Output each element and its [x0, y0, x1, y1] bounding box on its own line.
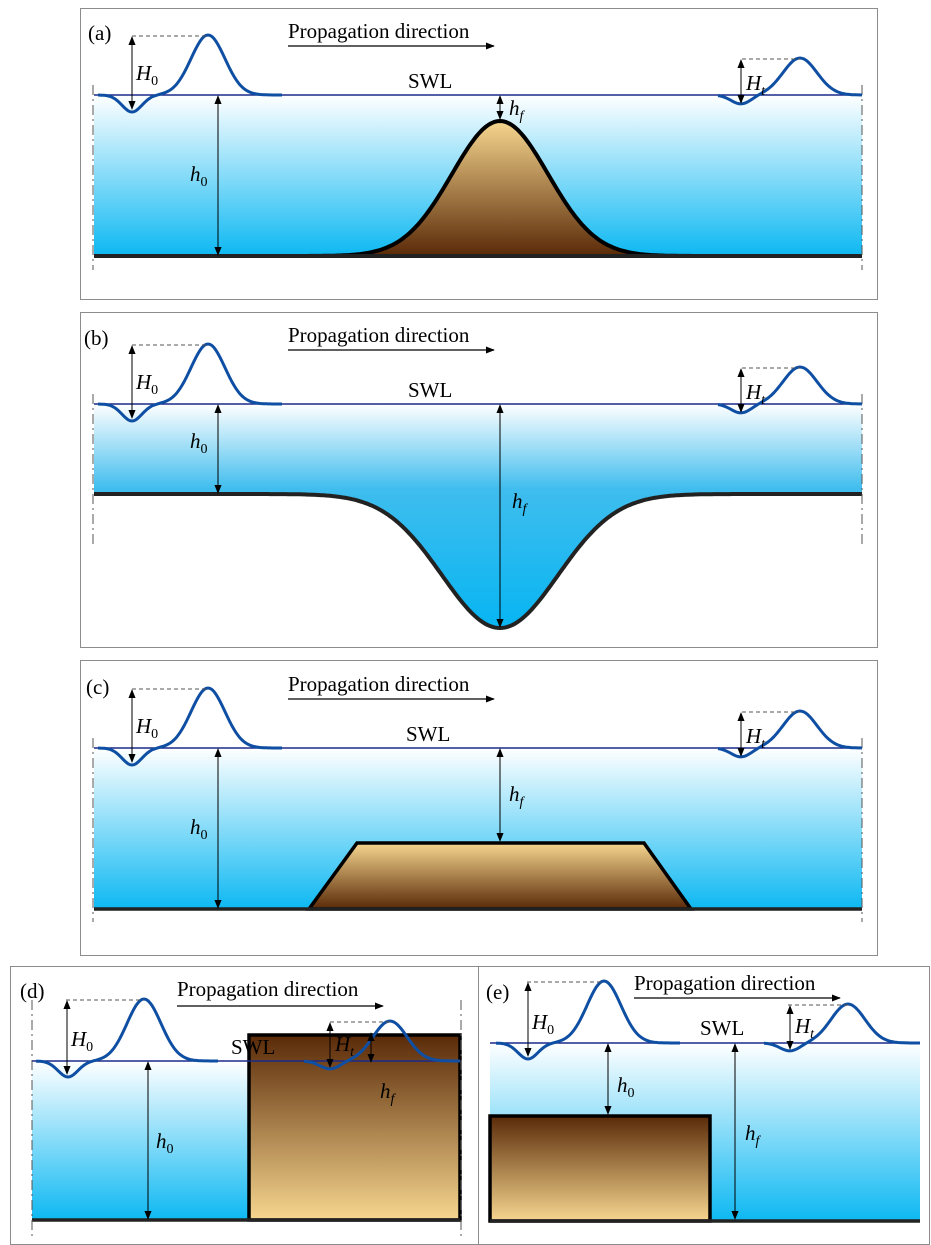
incident-height-label: H0 — [135, 714, 158, 742]
initial-depth-label: h0 — [190, 162, 208, 190]
panel-tag: (d) — [20, 979, 45, 1003]
trapezoidal-bar — [305, 841, 695, 911]
propagation-label: Propagation direction — [288, 19, 470, 43]
incident-wave — [35, 997, 218, 1079]
transmitted-height-label: Ht — [745, 71, 766, 99]
gaussian-trench-water — [94, 404, 862, 628]
swl-label: SWL — [408, 69, 452, 93]
incident-height-label: H0 — [135, 370, 158, 398]
raised-step — [247, 1033, 462, 1222]
incident-wave — [495, 979, 680, 1061]
swl-label: SWL — [408, 378, 452, 402]
feature-depth-label: hf — [380, 1079, 397, 1107]
incident-height-label: H0 — [531, 1010, 554, 1038]
transmitted-wave — [763, 1002, 920, 1053]
incident-wave — [97, 342, 282, 423]
gaussian-hump — [307, 118, 693, 258]
panel-tag: (e) — [486, 980, 509, 1004]
left-boundary — [92, 394, 863, 545]
panel-c-trapezoidal-bar: (c) Propagation direction SWL H0 Ht h0 h… — [80, 660, 878, 956]
trench-seabed-line — [94, 492, 862, 631]
left-boundary — [92, 85, 863, 270]
initial-depth-label: h0 — [190, 815, 208, 843]
incident-wave — [97, 33, 282, 114]
feature-depth-label: hf — [509, 96, 526, 124]
panel-d-step-up: (d) Propagation direction SWL H0 Ht h0 h… — [10, 966, 479, 1245]
incident-wave — [97, 686, 282, 767]
propagation-label: Propagation direction — [177, 977, 359, 1001]
left-boundary — [31, 1000, 462, 1240]
transmitted-wave — [303, 1019, 460, 1071]
initial-depth-label: h0 — [156, 1129, 174, 1157]
feature-depth-label: hf — [512, 489, 529, 517]
incident-height-label: H0 — [135, 61, 158, 89]
initial-depth-label: h0 — [190, 429, 208, 457]
transmitted-height-label: Ht — [745, 380, 766, 408]
propagation-label: Propagation direction — [288, 323, 470, 347]
panel-e-step-down: (e) Propagation direction SWL H0 Ht h0 h… — [478, 966, 930, 1245]
lowered-step — [488, 1114, 712, 1223]
swl-label: SWL — [406, 722, 450, 746]
panel-b-gaussian-trench: (b) Propagation direction SWL H0 Ht h0 h… — [80, 312, 878, 648]
transmitted-height-label: Ht — [794, 1014, 815, 1042]
feature-depth-label: hf — [745, 1121, 762, 1149]
transmitted-height-label: Ht — [334, 1032, 355, 1060]
panel-tag: (b) — [84, 326, 109, 350]
panel-tag: (c) — [86, 675, 109, 699]
feature-depth-label: hf — [509, 782, 526, 810]
propagation-label: Propagation direction — [634, 971, 816, 995]
initial-depth-label: h0 — [617, 1073, 635, 1101]
swl-label: SWL — [700, 1016, 744, 1040]
swl-label: SWL — [231, 1035, 275, 1059]
panel-tag: (a) — [88, 21, 111, 45]
transmitted-height-label: Ht — [745, 724, 766, 752]
panel-a-gaussian-hump: (a) Propagation direction SWL H0 Ht h0 h… — [80, 8, 878, 300]
incident-height-label: H0 — [70, 1027, 93, 1055]
propagation-label: Propagation direction — [288, 672, 470, 696]
